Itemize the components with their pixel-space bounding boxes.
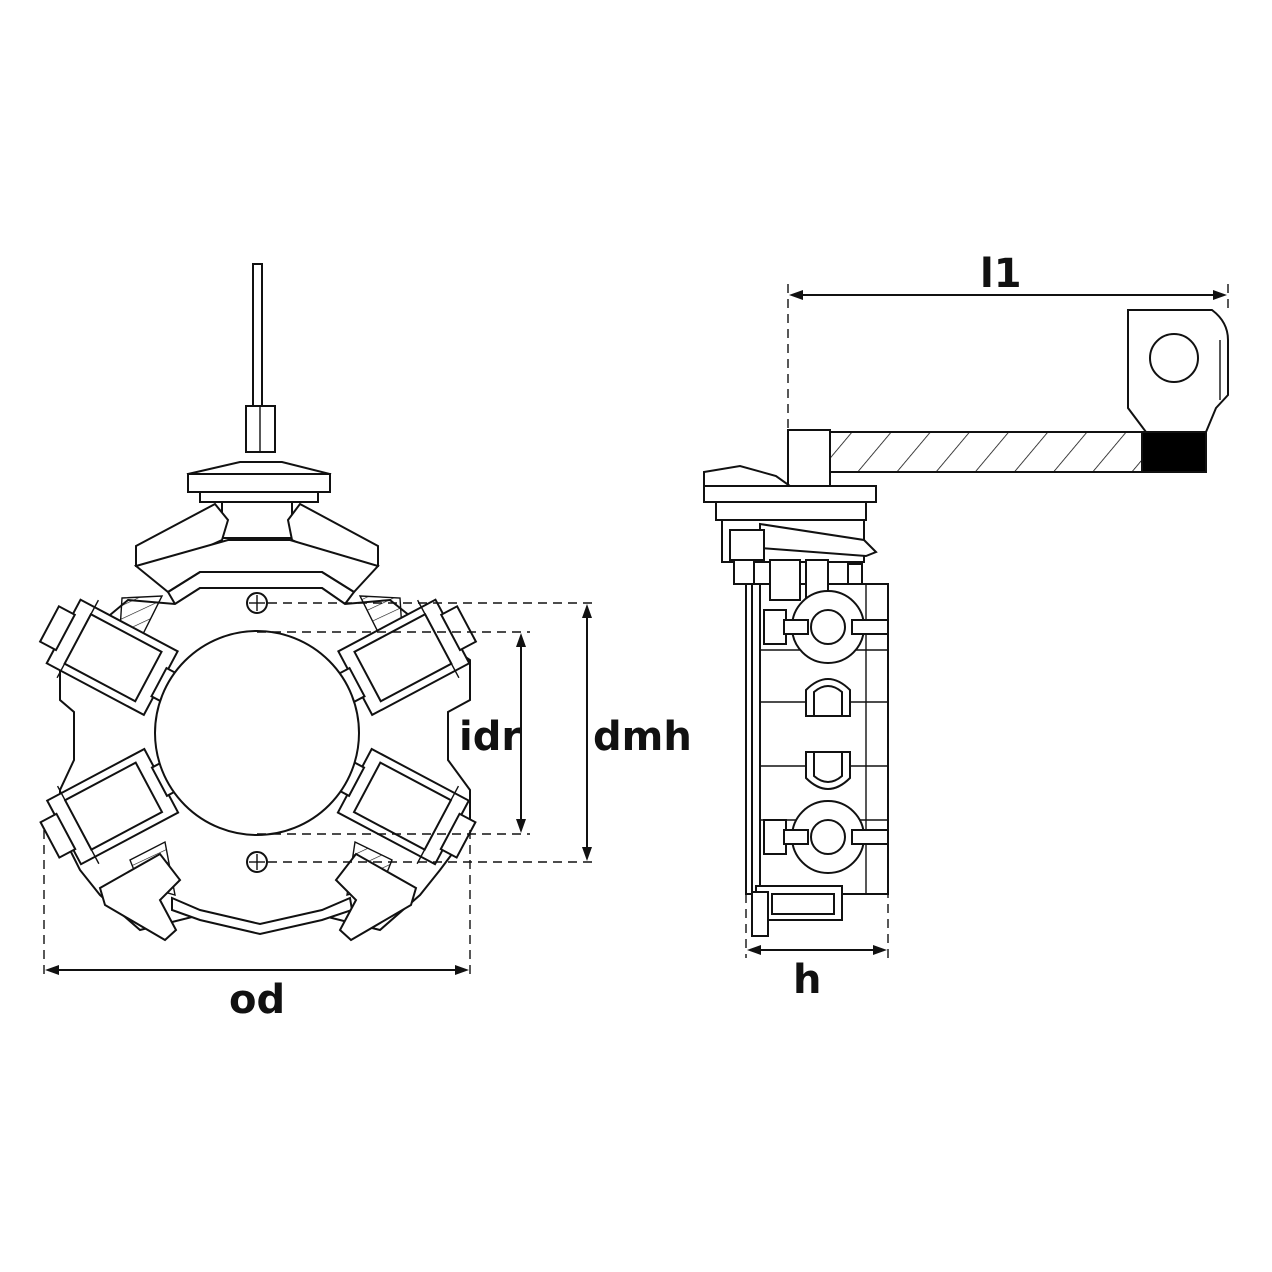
front-brush-box-lower-right: [335, 747, 477, 866]
dimension-idr: [257, 631, 530, 835]
side-upper-spring: [763, 590, 889, 717]
side-body-top: [703, 429, 878, 585]
front-upper-arms: [133, 502, 380, 606]
dimension-l1: [787, 284, 1229, 428]
side-terminal-lug: [1127, 309, 1229, 433]
side-cable-crimp: [1141, 431, 1207, 473]
l1-label: l1: [980, 251, 1022, 297]
side-bottom-clip: [751, 885, 843, 937]
front-top-connector: [186, 461, 332, 539]
side-view: l1 h: [703, 251, 1229, 1003]
side-lower-spring: [763, 751, 889, 874]
front-brush-box-upper-right: [335, 598, 478, 717]
h-label: h: [793, 957, 821, 1003]
front-view: dmh idr od: [38, 263, 692, 1023]
dmh-label: dmh: [593, 714, 692, 760]
idr-label: idr: [459, 714, 521, 760]
od-label: od: [229, 977, 285, 1023]
front-mounting-hole-bottom: [246, 851, 268, 873]
front-mounting-hole-top: [246, 592, 268, 614]
front-brush-box-lower-left: [39, 747, 181, 866]
front-lower-clips: [98, 852, 418, 942]
dimension-h: [745, 604, 889, 958]
front-center-bore: [154, 630, 360, 836]
side-cable: [829, 431, 1207, 473]
dimension-dmh: [268, 602, 594, 863]
front-terminal-wire: [245, 263, 276, 453]
dimension-od: [43, 830, 471, 980]
